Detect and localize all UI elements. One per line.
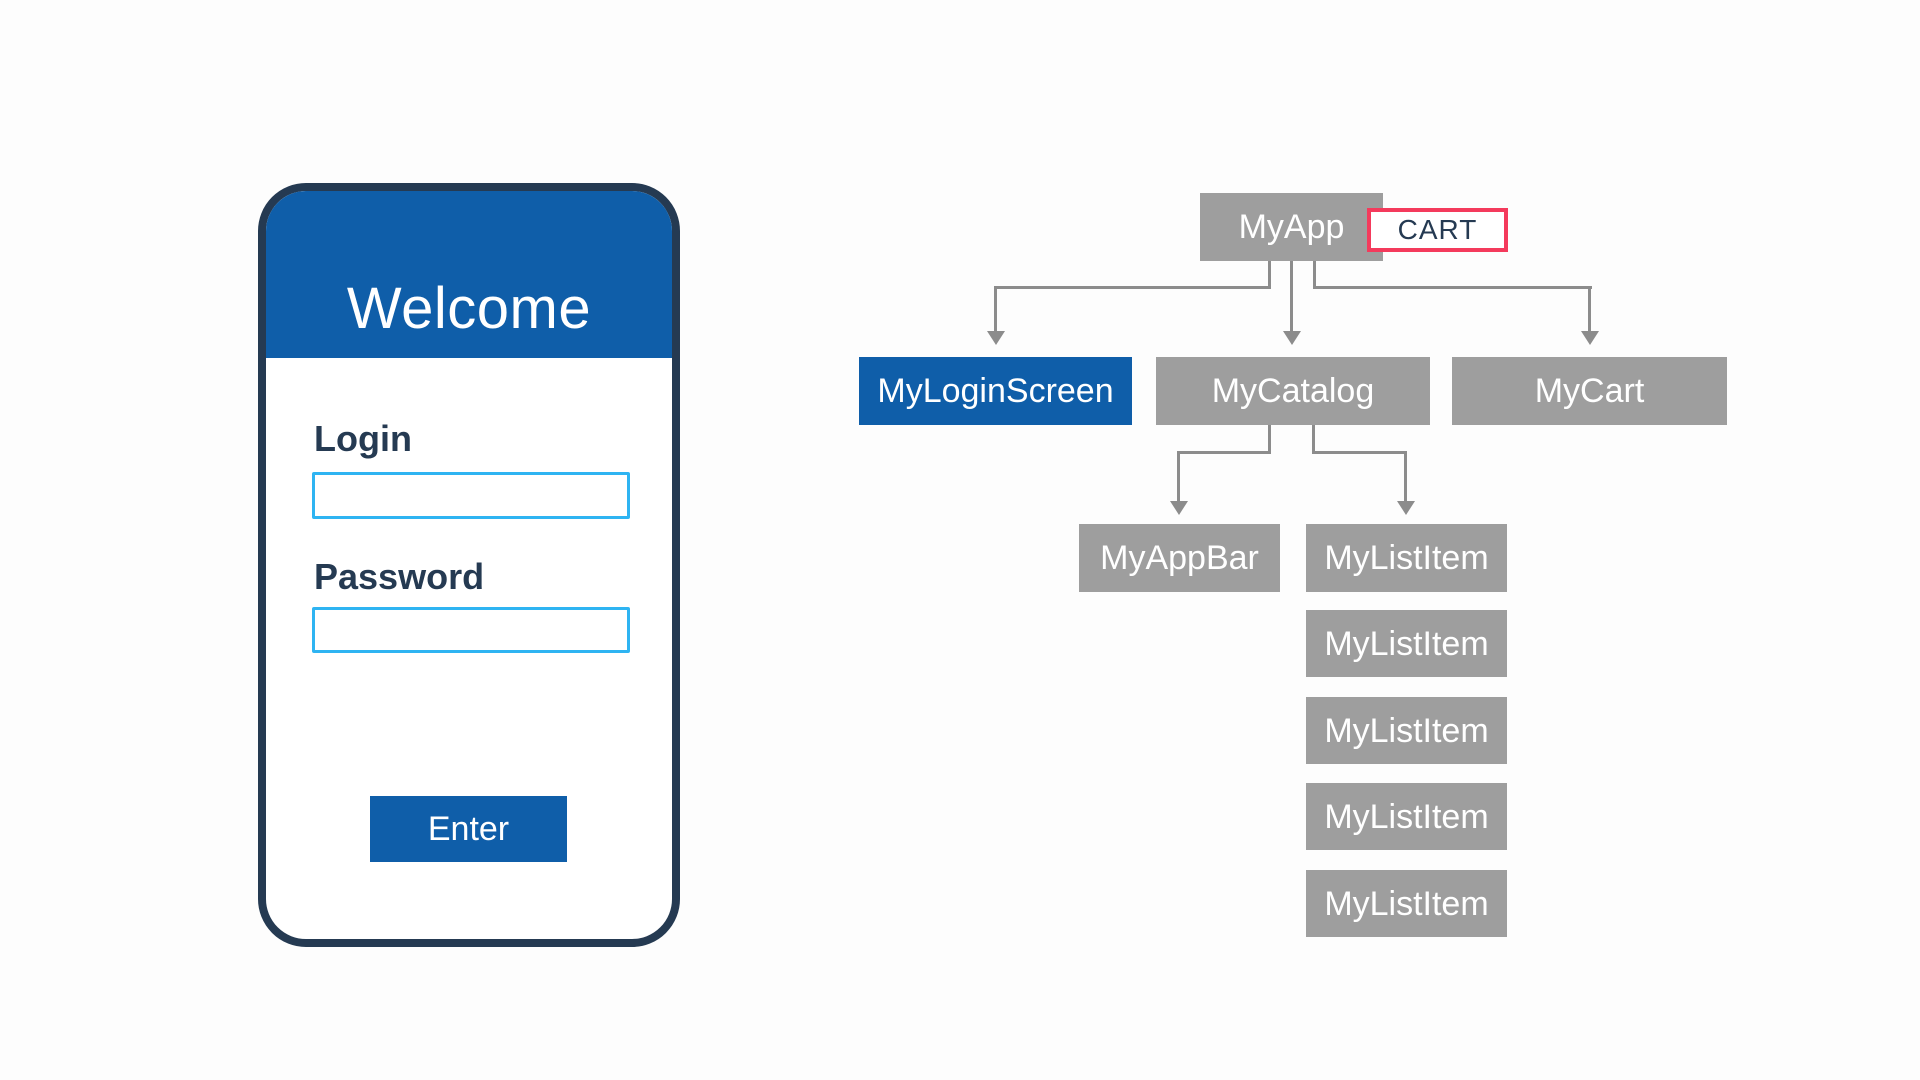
login-input[interactable] [312,472,630,519]
connector-line [1312,425,1315,453]
connector-line [1404,451,1407,501]
connector-line [994,286,997,334]
connector-line [1177,451,1180,501]
arrowhead-icon [1581,331,1599,345]
tree-node-mylistitem: MyListItem [1306,524,1507,592]
tree-node-mycart: MyCart [1452,357,1727,425]
tree-node-mylistitem: MyListItem [1306,783,1507,850]
tree-node-myapp: MyApp [1200,193,1383,261]
enter-button[interactable]: Enter [370,796,567,862]
arrowhead-icon [1283,331,1301,345]
arrowhead-icon [987,331,1005,345]
connector-line [994,286,1271,289]
cart-badge: CART [1367,208,1508,252]
welcome-title: Welcome [346,276,592,341]
connector-line [1312,451,1407,454]
login-label: Login [314,418,412,459]
connector-line [1313,261,1316,289]
tree-node-mylistitem: MyListItem [1306,697,1507,764]
connector-line [1290,261,1293,334]
phone-header: Welcome [266,191,672,358]
connector-line [1177,451,1271,454]
tree-node-mycatalog: MyCatalog [1156,357,1430,425]
password-input[interactable] [312,607,630,653]
connector-line [1313,286,1592,289]
arrowhead-icon [1170,501,1188,515]
connector-line [1588,286,1591,334]
tree-node-myloginscreen: MyLoginScreen [859,357,1132,425]
phone-mockup: Welcome Login Password Enter [258,183,680,947]
arrowhead-icon [1397,501,1415,515]
tree-node-mylistitem: MyListItem [1306,610,1507,677]
password-label: Password [314,556,485,597]
connector-line [1268,425,1271,453]
tree-node-mylistitem: MyListItem [1306,870,1507,937]
connector-line [1268,261,1271,289]
tree-node-myappbar: MyAppBar [1079,524,1280,592]
